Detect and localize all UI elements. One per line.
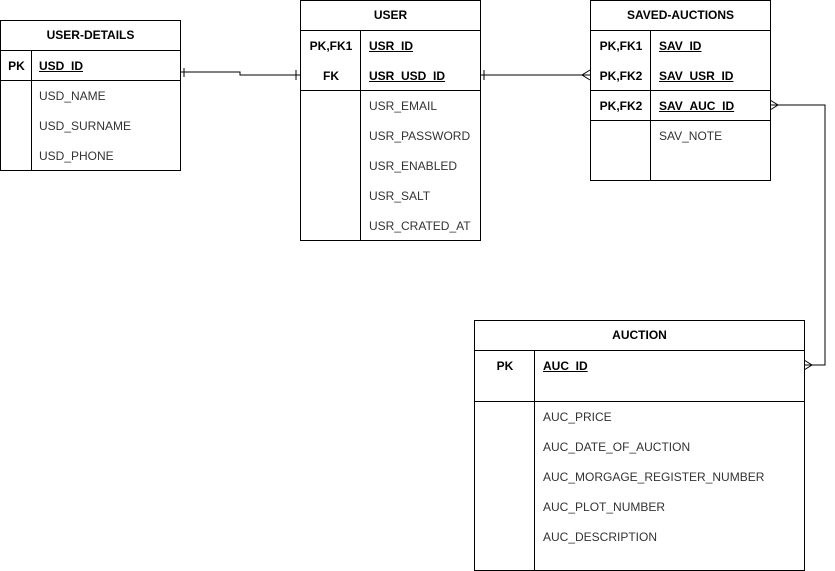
pk-label: PK: [8, 59, 25, 73]
attribute-row[interactable]: AUC_PRICE: [475, 402, 804, 432]
key-section: PK,FK1 USR_ID FK USR_USD_ID: [301, 31, 480, 91]
entity-title: USER-DETAILS: [1, 21, 180, 51]
key-label: FK: [323, 69, 339, 83]
attribute-section: AUC_PRICE AUC_DATE_OF_AUCTION AUC_MORGAG…: [475, 402, 804, 570]
field-sav-note: SAV_NOTE: [659, 129, 723, 143]
field-usr-enabled: USR_ENABLED: [369, 159, 458, 173]
field-auc-plot-number: AUC_PLOT_NUMBER: [543, 500, 666, 514]
key-label: PK,FK1: [599, 39, 643, 53]
entity-user-details[interactable]: USER-DETAILS PK USD_ID USD_NAME USD_SURN…: [0, 20, 181, 171]
attribute-row[interactable]: USR_ENABLED: [301, 151, 480, 181]
field-usd-surname: USD_SURNAME: [39, 119, 132, 133]
attribute-row[interactable]: USR_EMAIL: [301, 91, 480, 121]
attribute-row[interactable]: AUC_PLOT_NUMBER: [475, 492, 804, 522]
many-marker-saved-auctions-right: [769, 99, 779, 111]
key-label: PK,FK2: [599, 69, 643, 83]
field-sav-auc-id: SAV_AUC_ID: [659, 99, 735, 113]
field-usd-phone: USD_PHONE: [39, 149, 114, 163]
field-usd-name: USD_NAME: [39, 89, 106, 103]
field-sav-id: SAV_ID: [659, 39, 702, 53]
attribute-section: SAV_NOTE: [591, 121, 770, 180]
attribute-row[interactable]: AUC_DATE_OF_AUCTION: [475, 432, 804, 462]
relation-saved-auctions-auction: [770, 104, 826, 366]
key-label: PK,FK1: [309, 39, 353, 53]
entity-title: USER: [301, 1, 480, 31]
attribute-row[interactable]: USR_CRATED_AT: [301, 211, 480, 241]
field-auc-price: AUC_PRICE: [543, 410, 612, 424]
entity-user[interactable]: USER PK,FK1 USR_ID FK USR_USD_ID USR_EMA…: [300, 0, 481, 241]
attribute-section: USD_NAME USD_SURNAME USD_PHONE: [1, 81, 180, 170]
entity-title: AUCTION: [475, 321, 804, 351]
attribute-row[interactable]: USD_PHONE: [1, 141, 180, 171]
field-sav-usr-id: SAV_USR_ID: [659, 69, 734, 83]
entity-title: SAVED-AUCTIONS: [591, 1, 770, 31]
field-auc-morgage-register-number: AUC_MORGAGE_REGISTER_NUMBER: [543, 470, 765, 484]
attribute-row[interactable]: AUC_DESCRIPTION: [475, 522, 804, 552]
field-usr-password: USR_PASSWORD: [369, 129, 471, 143]
key-row[interactable]: PK,FK2 SAV_USR_ID: [591, 61, 770, 91]
field-usr-email: USR_EMAIL: [369, 99, 438, 113]
attribute-row[interactable]: SAV_NOTE: [591, 121, 770, 151]
key-section: PK,FK1 SAV_ID PK,FK2 SAV_USR_ID PK,FK2 S…: [591, 31, 770, 121]
entity-saved-auctions[interactable]: SAVED-AUCTIONS PK,FK1 SAV_ID PK,FK2 SAV_…: [590, 0, 771, 181]
attribute-row[interactable]: USD_SURNAME: [1, 111, 180, 141]
key-row[interactable]: PK,FK1 USR_ID: [301, 31, 480, 61]
field-auc-description: AUC_DESCRIPTION: [543, 530, 658, 544]
pk-section: PK AUC_ID: [475, 351, 804, 402]
key-row[interactable]: PK,FK1 SAV_ID: [591, 31, 770, 61]
attribute-row[interactable]: USD_NAME: [1, 81, 180, 111]
key-row[interactable]: FK USR_USD_ID: [301, 61, 480, 91]
field-auc-date-of-auction: AUC_DATE_OF_AUCTION: [543, 440, 691, 454]
pk-section: PK USD_ID: [1, 51, 180, 81]
relation-user-details-user: [180, 71, 300, 76]
entity-auction[interactable]: AUCTION PK AUC_ID AUC_PRICE AUC_DATE_OF_…: [474, 320, 805, 571]
attribute-row[interactable]: USR_SALT: [301, 181, 480, 211]
pk-row[interactable]: PK USD_ID: [1, 51, 180, 81]
attribute-row[interactable]: AUC_MORGAGE_REGISTER_NUMBER: [475, 462, 804, 492]
divider: [591, 90, 770, 91]
many-marker-auction: [803, 359, 813, 371]
field-usr-salt: USR_SALT: [369, 189, 431, 203]
field-usr-crated-at: USR_CRATED_AT: [369, 219, 471, 233]
many-marker-saved-auctions: [581, 69, 591, 81]
pk-label: PK: [496, 359, 514, 373]
field-auc-id: AUC_ID: [543, 359, 588, 373]
attribute-section: USR_EMAIL USR_PASSWORD USR_ENABLED USR_S…: [301, 91, 480, 240]
field-usr-usd-id: USR_USD_ID: [369, 69, 446, 83]
attribute-row[interactable]: USR_PASSWORD: [301, 121, 480, 151]
field-usr-id: USR_ID: [369, 39, 414, 53]
key-label: PK,FK2: [599, 99, 643, 113]
key-row[interactable]: PK,FK2 SAV_AUC_ID: [591, 91, 770, 121]
pk-field: USD_ID: [39, 59, 84, 73]
pk-row[interactable]: PK AUC_ID: [475, 351, 804, 381]
